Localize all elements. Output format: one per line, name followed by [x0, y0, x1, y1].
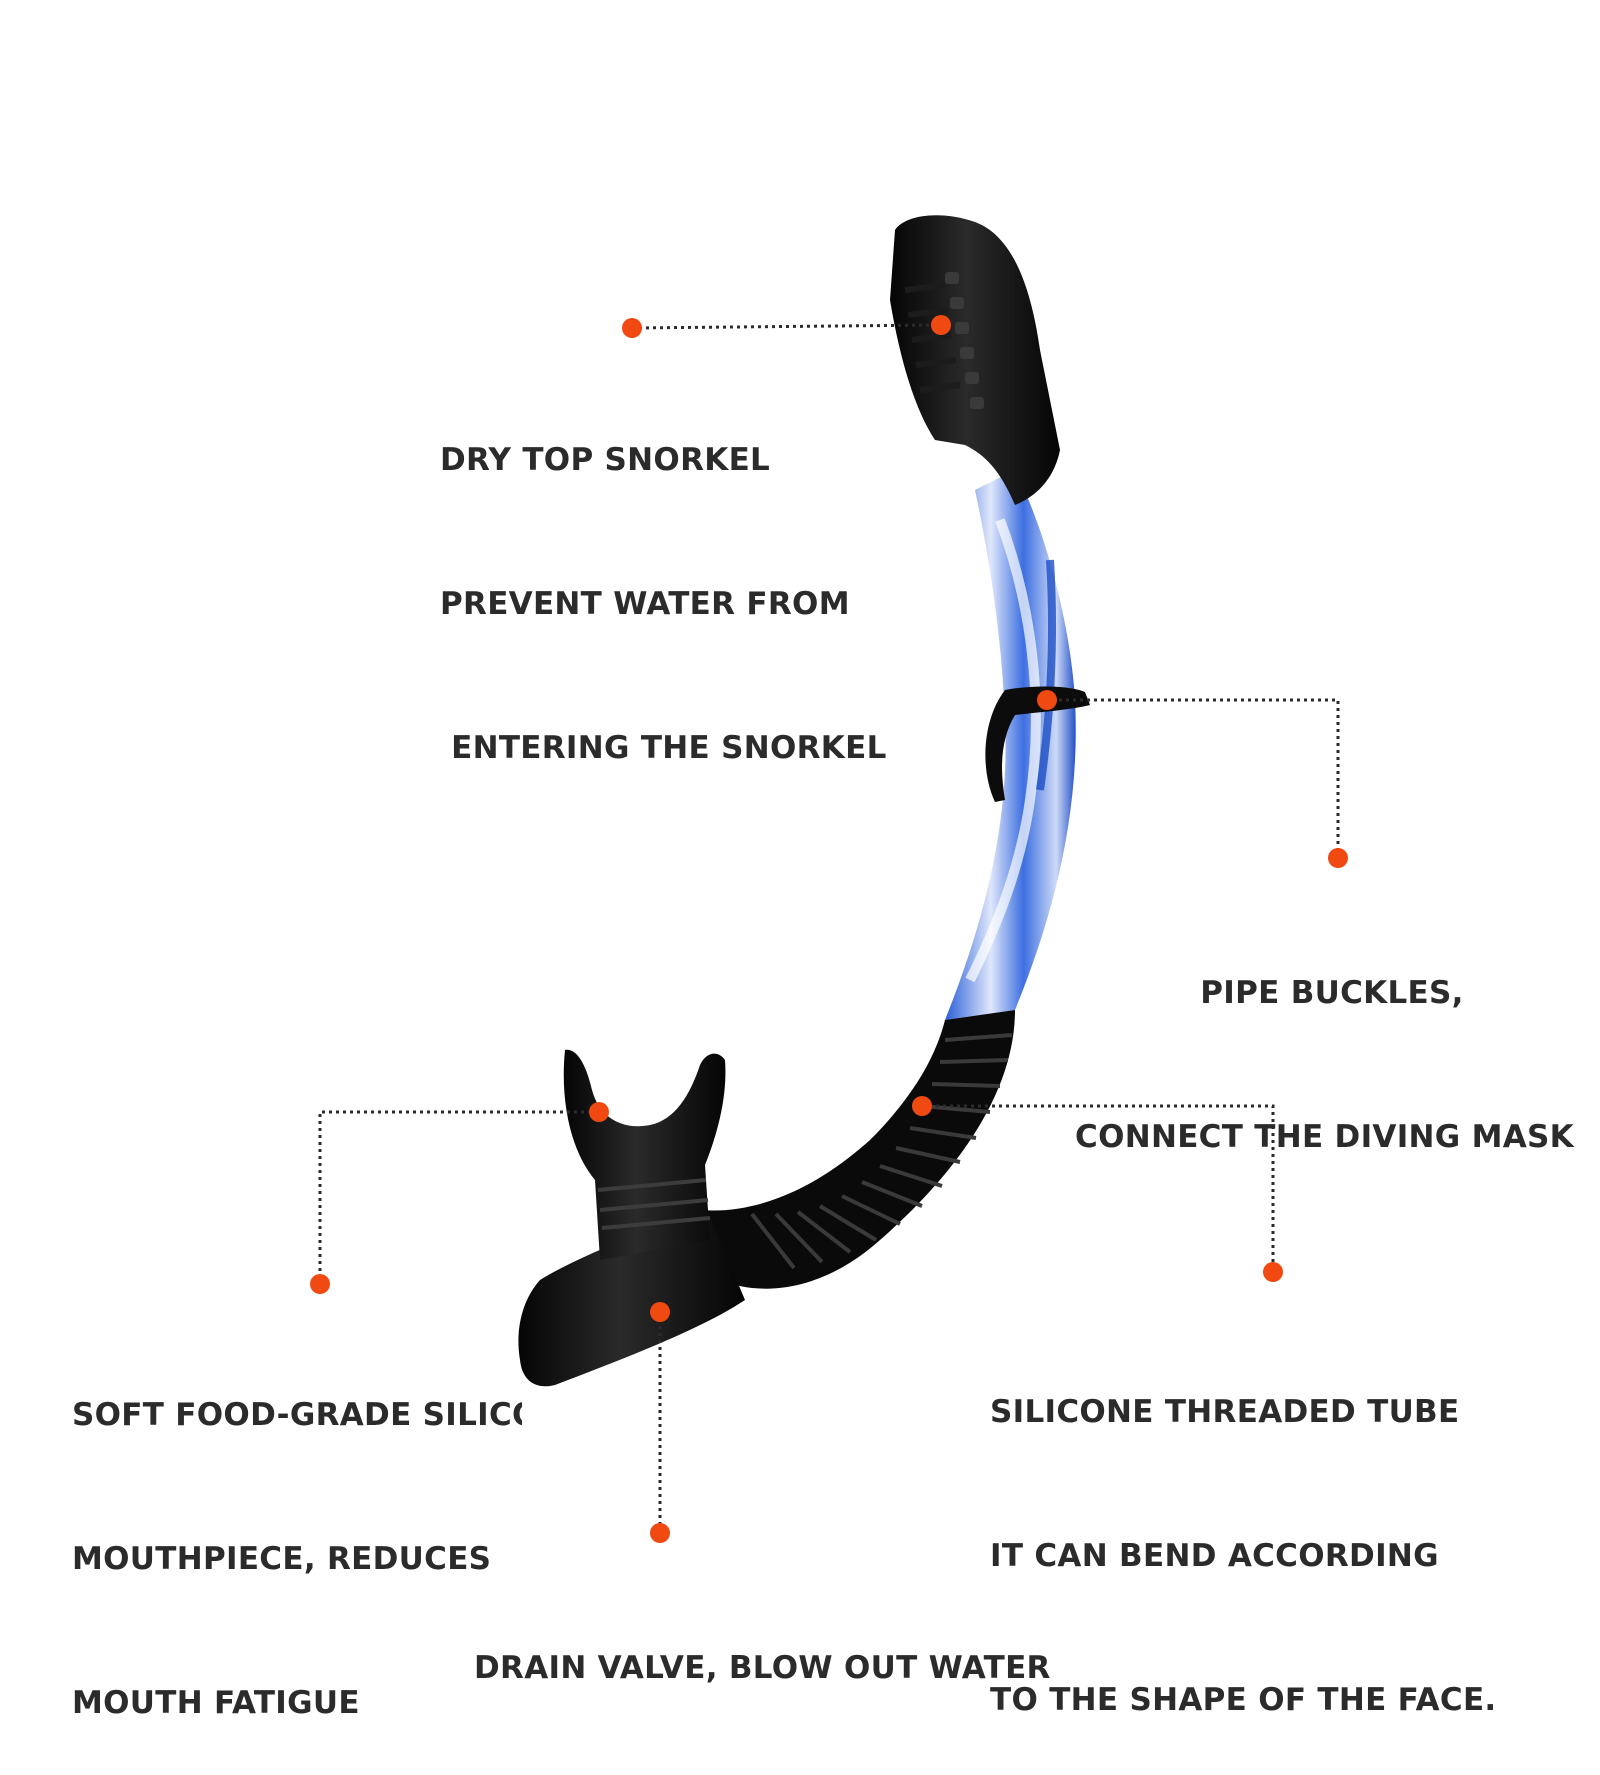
mouthpiece-label: SOFT FOOD-GRADE SILICONE MOUTHPIECE, RED…: [72, 1295, 522, 1775]
threaded-tube-anchor-marker: [912, 1096, 932, 1116]
pipe-buckle-leader-line: [1045, 698, 1340, 858]
pipe-buckle-anchor-marker: [1037, 690, 1057, 710]
pipe-buckle-label-line: CONNECT THE DIVING MASK: [1075, 1119, 1574, 1155]
threaded-tube-label-line: SILICONE THREADED TUBE: [990, 1394, 1460, 1430]
mouthpiece: [563, 1049, 726, 1260]
mouthpiece-label-line: MOUTH FATIGUE: [72, 1685, 360, 1721]
dry-top-leader-line: [631, 323, 939, 330]
tube-marble-streak: [1036, 559, 1056, 791]
mouthpiece-marker: [310, 1274, 330, 1294]
callout-connectors: [310, 315, 1348, 1543]
dry-top-label: DRY TOP SNORKEL PREVENT WATER FROM ENTER…: [440, 340, 887, 820]
mouthpiece-label-line: MOUTHPIECE, REDUCES: [72, 1541, 492, 1577]
dry-top-marker: [622, 318, 642, 338]
pipe-buckle: [985, 686, 1090, 802]
mouthpiece-rings: [597, 1178, 711, 1230]
drain-valve-anchor-marker: [650, 1302, 670, 1322]
dry-top-vents: [945, 272, 984, 409]
mouthpiece-anchor-marker: [589, 1102, 609, 1122]
pipe-buckle-marker: [1328, 848, 1348, 868]
drain-valve-label-line: DRAIN VALVE, BLOW OUT WATER: [474, 1650, 1051, 1686]
dry-top-anchor-marker: [931, 315, 951, 335]
pipe-buckle-label: PIPE BUCKLES, CONNECT THE DIVING MASK: [1070, 873, 1574, 1209]
dry-top-label-line: DRY TOP SNORKEL: [440, 442, 771, 478]
threaded-tube-leader-line: [922, 1104, 1275, 1270]
dry-top-label-line: PREVENT WATER FROM: [440, 586, 850, 622]
threaded-tube-label-line: IT CAN BEND ACCORDING: [990, 1538, 1439, 1574]
threaded-tube-label: SILICONE THREADED TUBE IT CAN BEND ACCOR…: [990, 1292, 1497, 1772]
drain-valve-marker: [650, 1523, 670, 1543]
snorkel-illustration: [518, 215, 1090, 1387]
threaded-tube-marker: [1263, 1262, 1283, 1282]
drain-valve-label: DRAIN VALVE, BLOW OUT WATER: [474, 1548, 1051, 1740]
tube-marble-streak: [965, 518, 1041, 983]
corrugation-ribs: [750, 1033, 1013, 1270]
mouthpiece-label-line: SOFT FOOD-GRADE SILICONE: [72, 1397, 522, 1433]
dry-top-label-line: ENTERING THE SNORKEL: [440, 730, 887, 766]
threaded-tube-label-line: TO THE SHAPE OF THE FACE.: [990, 1682, 1497, 1718]
mouthpiece-leader-line: [318, 1110, 598, 1282]
dry-top-ribs: [904, 282, 961, 393]
pipe-buckle-label-line: PIPE BUCKLES,: [1200, 975, 1464, 1011]
snorkel-tube: [945, 470, 1076, 1020]
drain-valve-body: [518, 1205, 745, 1387]
